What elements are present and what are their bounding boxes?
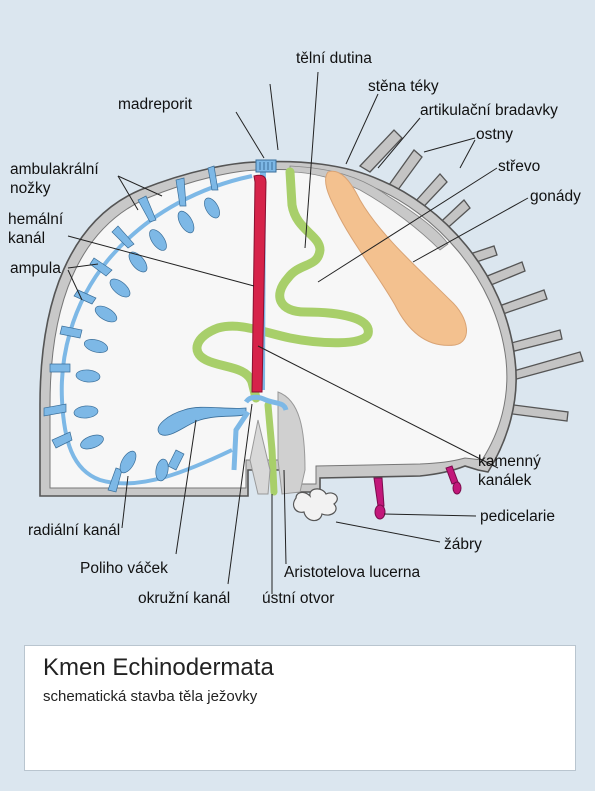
label-stone-canal: kamenný kanálek: [478, 452, 541, 490]
ring-canal-branch: [231, 410, 251, 471]
label-stone-canal-line1: kamenný: [478, 453, 541, 470]
label-gonads: gonády: [530, 188, 581, 205]
madreporite-pores: [259, 162, 273, 170]
gills: [292, 488, 338, 522]
label-mouth: ústní otvor: [262, 590, 335, 607]
radial-canal: [59, 174, 253, 486]
lantern-jaws: [249, 419, 271, 495]
ring-canal: [243, 394, 289, 411]
label-hemal-canal-line2: kanál: [8, 230, 46, 247]
label-tube-feet-line2: nožky: [10, 180, 51, 197]
label-ring-canal: okružní kanál: [138, 590, 231, 607]
intestine: [192, 167, 373, 403]
caption-subtitle: schematická stavba těla ježovky: [43, 688, 258, 705]
hemal-canal-vessel: [251, 174, 267, 393]
esophagus: [264, 401, 278, 496]
label-intestine: střevo: [498, 158, 541, 175]
label-tube-feet: ambulakrální nožky: [10, 160, 99, 198]
label-madreporite: madreporit: [118, 96, 193, 113]
label-gills: žábry: [444, 536, 482, 553]
label-body-cavity: tělní dutina: [296, 50, 372, 67]
pedicellariae: [373, 465, 462, 520]
polian-vesicle: [157, 406, 247, 436]
tube-feet: [43, 165, 220, 493]
label-pedicellariae: pedicelarie: [480, 508, 555, 525]
label-stone-canal-line2: kanálek: [478, 472, 532, 489]
label-test-wall: stěna téky: [368, 78, 439, 95]
label-tube-feet-line1: ambulakrální: [10, 161, 99, 178]
aristotles-lantern: [277, 391, 306, 495]
leader-lines: [67, 71, 529, 594]
label-aristotles-lantern: Aristotelova lucerna: [284, 564, 421, 581]
label-ampulla: ampula: [10, 260, 61, 277]
label-hemal-canal: hemální kanál: [8, 210, 63, 248]
label-articulation-tubercles: artikulační bradavky: [420, 102, 558, 119]
label-radial-canal: radiální kanál: [28, 522, 121, 539]
label-polian-vesicle: Poliho váček: [80, 560, 168, 577]
label-hemal-canal-line1: hemální: [8, 211, 64, 228]
gonad: [325, 170, 467, 346]
caption-box: Kmen Echinodermata schematická stavba tě…: [24, 645, 576, 771]
caption-title: Kmen Echinodermata: [43, 654, 274, 681]
label-spines: ostny: [476, 126, 514, 143]
madreporite-plate: [255, 159, 277, 173]
